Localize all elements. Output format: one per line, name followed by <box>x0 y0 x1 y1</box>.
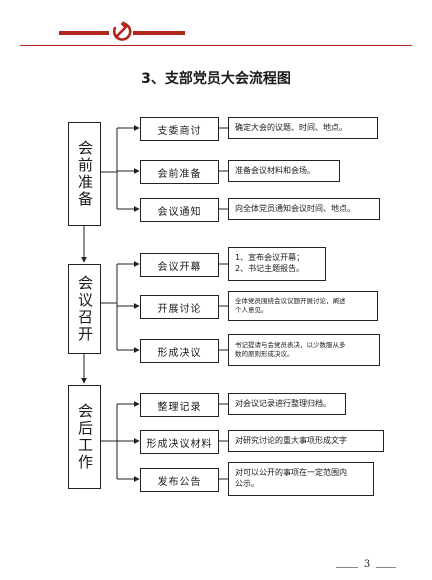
description-line: 数的原则形成决议。 <box>235 350 294 358</box>
step-box: 发布公告 <box>140 468 219 492</box>
step-description: 对可以公开的事项在一定范围内 公示。 <box>228 462 374 496</box>
description-line: 对会议记录进行整理归档。 <box>235 398 331 408</box>
step-box: 形成决议 <box>140 339 219 363</box>
page-number: 3 <box>363 559 371 570</box>
step-box: 整理记录 <box>140 393 219 417</box>
header-bar-left <box>59 31 109 35</box>
step-description: 准备会议材料和会场。 <box>228 160 340 182</box>
description-line: 个人意见。 <box>235 306 268 314</box>
description-line: 确定大会的议题、时间、地点。 <box>235 122 347 132</box>
page-number-rule <box>336 567 358 568</box>
description-line: 2、书记主题报告。 <box>235 264 305 273</box>
step-box: 会议通知 <box>140 198 219 222</box>
description-line: 书记提请与会党员表决，以少数服从多 <box>235 340 346 349</box>
phase-box-pre-meeting: 会前准备 <box>68 122 101 226</box>
step-box: 会议开幕 <box>140 253 219 277</box>
step-description: 向全体党员通知会议时间、地点。 <box>228 198 380 220</box>
step-description: 对研究讨论的重大事项形成文字 <box>228 430 384 452</box>
step-box: 会前准备 <box>140 160 219 184</box>
step-description: 书记提请与会党员表决，以少数服从多 数的原则形成决议。 <box>228 334 380 366</box>
step-description: 对会议记录进行整理归档。 <box>228 393 346 415</box>
description-line: 公示。 <box>235 479 259 488</box>
step-description: 全体党员围绕会议议题开展讨论，阐述 个人意见。 <box>228 291 378 321</box>
step-description: 1、宣布会议开幕； 2、书记主题报告。 <box>228 247 326 281</box>
phase-box-post-meeting: 会后工作 <box>68 385 101 489</box>
page-title: 3、支部党员大会流程图 <box>141 71 291 87</box>
page-number-rule <box>376 567 396 568</box>
step-box: 支委商讨 <box>140 117 219 141</box>
step-description: 确定大会的议题、时间、地点。 <box>228 117 378 139</box>
description-line: 对可以公开的事项在一定范围内 <box>235 468 347 478</box>
description-line: 对研究讨论的重大事项形成文字 <box>235 435 347 445</box>
step-box: 形成决议材料 <box>140 430 219 454</box>
description-line: 准备会议材料和会场。 <box>235 165 315 175</box>
description-line: 1、宣布会议开幕； <box>235 253 305 263</box>
header-rule <box>20 45 412 46</box>
description-line: 向全体党员通知会议时间、地点。 <box>235 203 355 213</box>
phase-box-meeting: 会议召开 <box>68 264 101 354</box>
hammer-and-sickle-icon <box>112 21 132 41</box>
step-box: 开展讨论 <box>140 295 219 319</box>
description-line: 全体党员围绕会议议题开展讨论，阐述 <box>235 296 346 305</box>
header-bar-right <box>133 31 185 35</box>
